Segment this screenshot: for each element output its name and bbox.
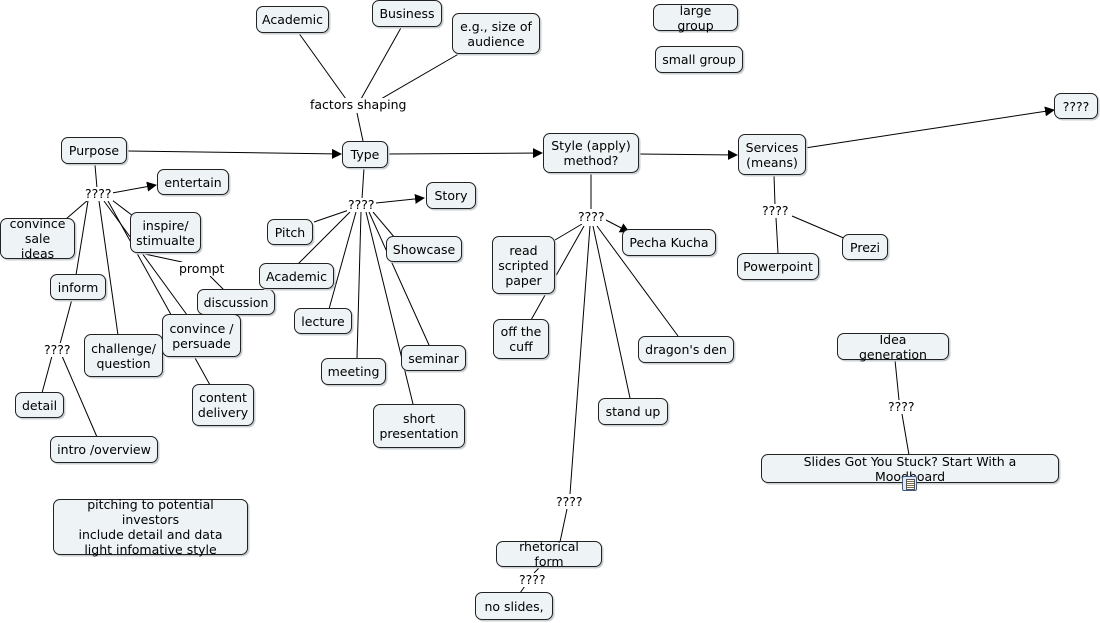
link-label-rhetorical: ????: [555, 494, 584, 509]
node-type[interactable]: Type: [342, 141, 388, 168]
node-business[interactable]: Business: [372, 0, 442, 27]
node-prezi[interactable]: Prezi: [842, 234, 888, 260]
node-purpose[interactable]: Purpose: [61, 137, 127, 164]
node-convince-sale-ideas[interactable]: convince sale ideas: [0, 216, 75, 261]
node-pecha-kucha[interactable]: Pecha Kucha: [622, 229, 716, 256]
node-academic-type[interactable]: Academic: [259, 263, 334, 289]
node-entertain[interactable]: entertain: [157, 169, 229, 195]
node-challenge-question[interactable]: challenge/ question: [84, 334, 163, 377]
node-rhetorical-form[interactable]: rhetorical form: [496, 539, 602, 569]
node-discussion[interactable]: discussion: [197, 289, 275, 315]
node-idea-generation[interactable]: Idea generation: [837, 332, 949, 362]
node-detail[interactable]: detail: [15, 392, 64, 418]
node-small-group[interactable]: small group: [655, 46, 743, 73]
link-label-inform: ????: [43, 342, 72, 357]
node-meeting[interactable]: meeting: [321, 358, 386, 385]
link-label-style: ????: [577, 209, 606, 224]
node-showcase[interactable]: Showcase: [386, 236, 462, 262]
document-resource-icon[interactable]: [902, 476, 917, 491]
node-services[interactable]: Services (means): [738, 134, 806, 175]
node-powerpoint[interactable]: Powerpoint: [737, 253, 819, 280]
node-unknown-top-right[interactable]: ????: [1054, 93, 1098, 119]
node-pitch[interactable]: Pitch: [267, 219, 313, 245]
node-no-slides[interactable]: no slides,: [475, 592, 553, 620]
node-stand-up[interactable]: stand up: [598, 398, 668, 425]
node-audience-size[interactable]: e.g., size of audience: [452, 13, 540, 54]
link-label-factors-shaping: factors shaping: [309, 97, 408, 112]
node-inform[interactable]: inform: [50, 274, 106, 300]
link-label-purpose: ????: [84, 186, 113, 201]
node-content-delivery[interactable]: content delivery: [192, 384, 254, 426]
node-story[interactable]: Story: [426, 182, 476, 209]
node-short-presentation[interactable]: short presentation: [373, 404, 465, 448]
link-label-idea-generation: ????: [887, 399, 916, 414]
node-seminar[interactable]: seminar: [401, 345, 466, 371]
link-label-no-slides: ????: [518, 572, 547, 587]
node-lecture[interactable]: lecture: [294, 308, 352, 334]
node-academic-factor[interactable]: Academic: [256, 6, 329, 33]
node-pitching-note[interactable]: pitching to potential investors include …: [53, 497, 248, 557]
node-style-method[interactable]: Style (apply) method?: [543, 133, 639, 173]
link-label-services: ????: [761, 203, 790, 218]
node-read-scripted-paper[interactable]: read scripted paper: [492, 236, 555, 294]
node-intro-overview[interactable]: intro /overview: [50, 436, 158, 463]
node-convince-persuade[interactable]: convince / persuade: [162, 314, 241, 357]
node-dragons-den[interactable]: dragon's den: [638, 336, 734, 363]
node-off-the-cuff[interactable]: off the cuff: [493, 319, 549, 359]
node-large-group[interactable]: large group: [653, 3, 738, 33]
node-inspire-stimulate[interactable]: inspire/ stimualte: [130, 212, 201, 253]
link-label-type: ????: [347, 197, 376, 212]
link-label-prompt: prompt: [178, 261, 226, 276]
